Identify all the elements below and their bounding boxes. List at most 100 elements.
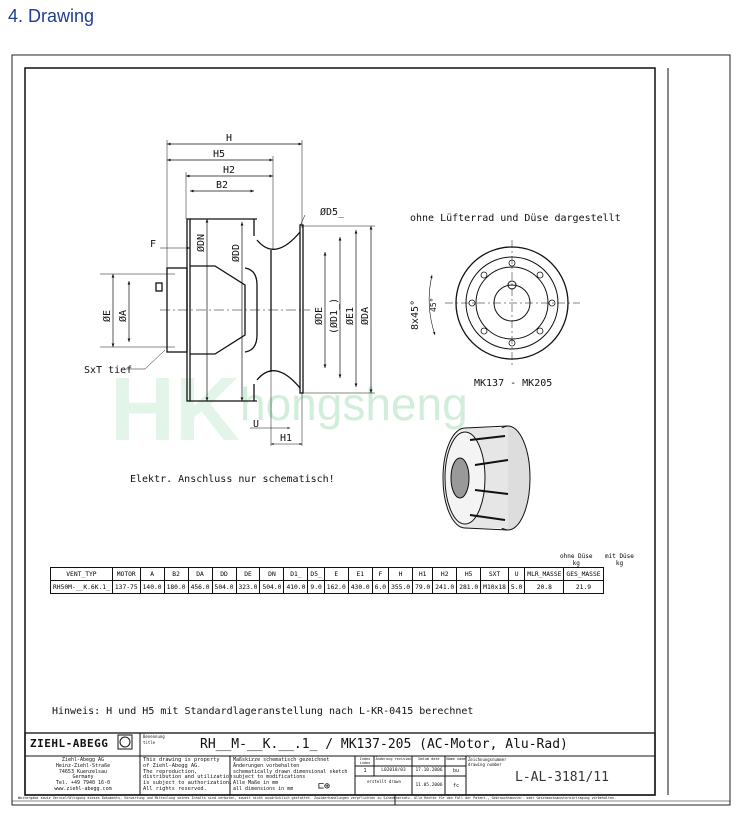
table-cell: 180.0 xyxy=(163,580,189,594)
table-cell: M10x18 xyxy=(480,580,509,594)
table-cell: 430.0 xyxy=(347,580,373,594)
dim-D5: ØD5_ xyxy=(320,206,345,218)
column-header: H1 xyxy=(412,567,434,581)
dim-D1: (ØD1_) xyxy=(328,298,340,334)
table-cell: 281.0 xyxy=(456,580,482,594)
address-line: Germany xyxy=(72,774,94,781)
table-cell: 323.0 xyxy=(235,580,261,594)
address-line: Tel. +49 7940 16-0 xyxy=(55,780,111,787)
column-header: DA xyxy=(187,567,213,581)
column-header: U xyxy=(507,567,526,581)
drawing-number: L-AL-3181/11 xyxy=(515,770,609,785)
sketch-line: subject to modifications xyxy=(233,774,306,781)
column-header: VENT_TYP xyxy=(50,567,113,581)
dim-H2: H2 xyxy=(223,165,235,176)
sketch-line: Änderungen vorbehalten xyxy=(233,762,300,769)
column-header: D5_ xyxy=(307,567,325,581)
dim-H1: H1 xyxy=(280,433,292,444)
angle-label: 8x45° xyxy=(410,300,421,330)
sketch-line: Maßskizze schematisch gezeichnet xyxy=(233,757,330,763)
hinweis-note: Hinweis: H und H5 mit Standardlageranste… xyxy=(52,706,473,717)
legal-footer: Weitergabe sowie Vervielfältigung dieses… xyxy=(18,796,617,800)
dim-SxT: SxT tief xyxy=(84,365,132,376)
fan-3d-view xyxy=(442,425,531,531)
column-header: E xyxy=(323,567,349,581)
drawing-number-label: Zeichnungsnummer drawing number xyxy=(468,757,507,767)
column-header: H xyxy=(388,567,414,581)
table-cell: 456.0 xyxy=(187,580,213,594)
dim-U: U xyxy=(253,419,259,430)
sketch-line: all dimensions in mm xyxy=(233,785,294,792)
dim-DE: ØDE xyxy=(313,307,325,325)
column-header: H2 xyxy=(432,567,458,581)
table-cell: 79.0 xyxy=(412,580,434,594)
address-line: Ziehl-Abegg AG xyxy=(61,757,105,763)
column-header: SXT xyxy=(480,567,509,581)
table-cell: 410.0 xyxy=(283,580,309,594)
column-header: B2 xyxy=(163,567,189,581)
drawn-label: erstellt drawn xyxy=(367,779,401,784)
watermark-text: hongsheng xyxy=(240,378,468,430)
table-cell: 355.0 xyxy=(388,580,414,594)
table-cell: RH50M-__K.6K.1_ xyxy=(50,580,113,594)
table-cell: 21.9 xyxy=(563,580,604,594)
table-cell: 504.0 xyxy=(259,580,285,594)
revision-date: 17.10.2006 xyxy=(415,768,443,773)
column-header: D1_ xyxy=(283,567,309,581)
angle-label-2: 45° xyxy=(429,298,438,312)
index-header: Index index xyxy=(359,757,371,765)
property-line: of Ziehl-Abegg AG. xyxy=(143,762,201,769)
table-cell: 504.0 xyxy=(211,580,237,594)
column-header: GES_MASSE xyxy=(563,567,604,581)
benennung-label: Benennung xyxy=(143,734,165,739)
table-cell: 162.0 xyxy=(323,580,349,594)
address-line: Heinz-Ziehl-Straße xyxy=(55,762,111,769)
motor-range-label: MK137 - MK205 xyxy=(474,378,552,389)
column-header: MOTOR xyxy=(111,567,141,581)
column-header: DN xyxy=(259,567,285,581)
column-header: DD xyxy=(211,567,237,581)
column-header: MLR_MASSE xyxy=(524,567,565,581)
property-line: This drawing is property xyxy=(143,757,220,763)
projection-symbol-icon: ⊏⊕ xyxy=(318,781,331,792)
table-cell: 137-75 xyxy=(111,580,141,594)
dim-H5: H5 xyxy=(213,149,225,160)
property-line: The reproduction, xyxy=(143,768,198,775)
section-heading: 4. Drawing xyxy=(8,6,95,26)
index-value: 1 xyxy=(363,768,367,774)
column-header: F xyxy=(371,567,390,581)
title-block-frame xyxy=(12,732,730,805)
table-cell: 6.0 xyxy=(371,580,390,594)
elektr-note: Elektr. Anschluss nur schematisch! xyxy=(130,474,335,485)
dim-A: ØA xyxy=(117,310,129,322)
drawn-date: 11.05.2006 xyxy=(415,783,443,788)
dim-E1: ØE1 xyxy=(344,307,356,325)
table-cell: 140.0 xyxy=(139,580,165,594)
column-header: DE xyxy=(235,567,261,581)
dim-H: H xyxy=(226,133,232,144)
revision-value: L02018/03 xyxy=(381,768,406,773)
motor-front-view xyxy=(428,240,580,368)
fan-side-view xyxy=(100,140,375,446)
dim-DN: ØDN xyxy=(195,234,207,252)
revision-header: Änderung revision xyxy=(375,757,412,761)
table-cell: 5.0 xyxy=(507,580,526,594)
drawing-title: RH__M-__K.__.1_ / MK137-205 (AC-Motor, A… xyxy=(200,737,568,752)
column-header: A xyxy=(139,567,165,581)
column-header: E1 xyxy=(347,567,373,581)
dim-DA: ØDA xyxy=(359,307,371,325)
table-cell: 241.0 xyxy=(432,580,458,594)
ziehl-abegg-emblem xyxy=(117,734,133,750)
column-header: H5 xyxy=(456,567,482,581)
address-line: 74653 Kuenzelsau xyxy=(58,768,108,775)
